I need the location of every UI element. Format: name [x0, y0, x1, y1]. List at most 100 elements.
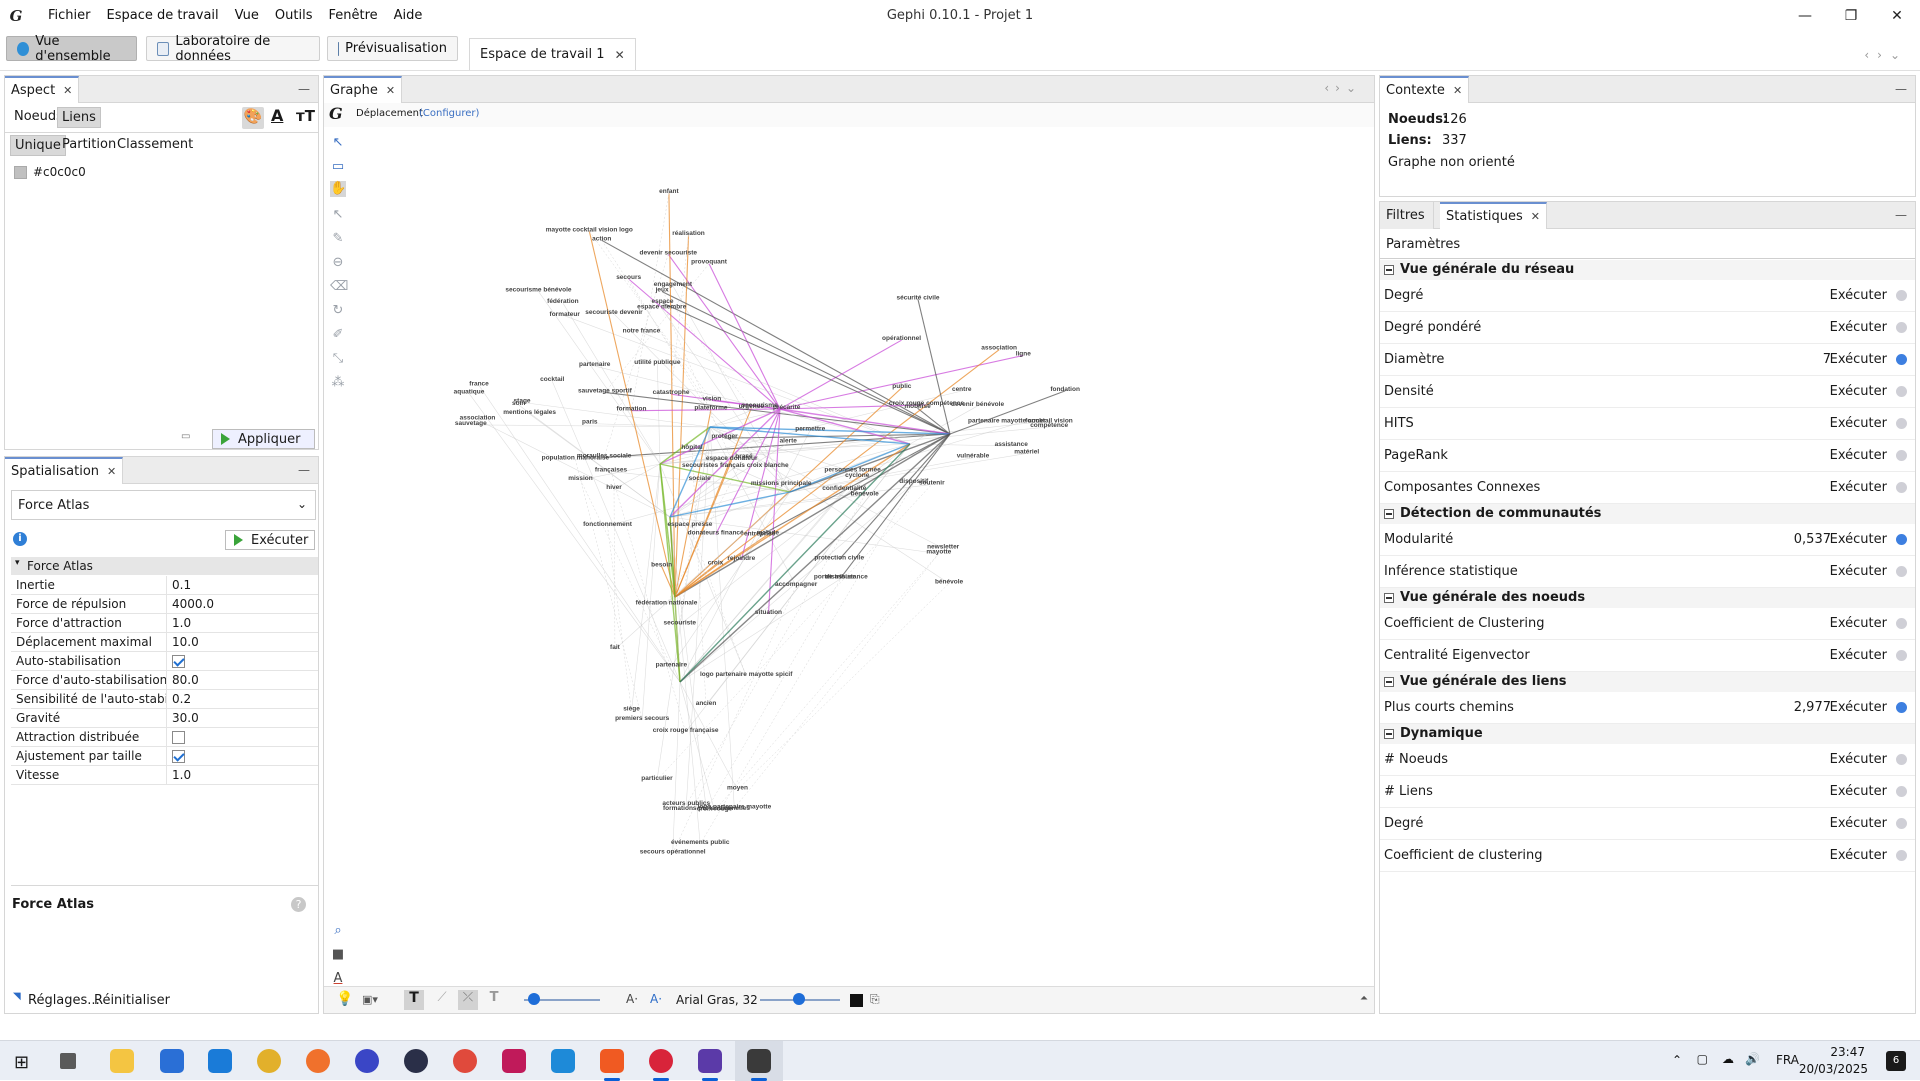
node-label[interactable]: aquatique	[454, 388, 485, 395]
info-icon[interactable]	[1896, 818, 1907, 829]
node-label[interactable]: paris	[582, 419, 598, 426]
presets-button[interactable]: Réglages...	[28, 993, 100, 1008]
node-label[interactable]: utilité publique	[634, 359, 681, 366]
run-statistic-button[interactable]: Exécuter	[1829, 288, 1887, 303]
node-label[interactable]: sécurité civile	[896, 295, 939, 302]
gephi-taskbar-icon[interactable]	[747, 1049, 771, 1073]
context-tab[interactable]: Contexte✕	[1380, 76, 1470, 103]
node-label[interactable]: espace membre	[637, 304, 687, 311]
minimize-panel-icon[interactable]: —	[1895, 208, 1907, 222]
node-label[interactable]: assistance	[995, 441, 1029, 448]
property-value[interactable]: 0.2	[172, 692, 192, 706]
windows-start-icon[interactable]: ⊞	[14, 1052, 30, 1073]
node-label[interactable]: fédération nationale	[636, 599, 698, 606]
node-label[interactable]: logo partenaire mayotte	[698, 803, 772, 810]
rotate-icon[interactable]: ↻	[332, 303, 344, 318]
close-icon[interactable]: ✕	[385, 84, 396, 97]
node-label[interactable]: soin	[512, 400, 525, 407]
app-icon-4[interactable]	[502, 1049, 526, 1073]
node-label[interactable]: espace	[651, 298, 673, 305]
node-label[interactable]: croix rouge	[697, 806, 733, 813]
font-name[interactable]: Arial Gras, 32	[676, 993, 758, 1007]
tab-filtres[interactable]: Filtres	[1380, 202, 1434, 229]
node-label[interactable]: sauvetage sportif	[578, 387, 633, 394]
sizer-icon[interactable]: ⊖	[332, 255, 344, 270]
menu-outils[interactable]: Outils	[274, 8, 313, 23]
run-statistic-button[interactable]: Exécuter	[1829, 648, 1887, 663]
workspace-nav-arrows[interactable]: ‹›⌄	[1864, 48, 1908, 62]
run-statistic-button[interactable]: Exécuter	[1829, 480, 1887, 495]
node-label[interactable]: espace donateur	[706, 455, 758, 462]
node-label[interactable]: secours	[616, 274, 641, 281]
close-icon[interactable]: ✕	[63, 84, 73, 97]
info-icon[interactable]: i	[13, 532, 27, 546]
run-statistic-button[interactable]: Exécuter	[1829, 616, 1887, 631]
node-label[interactable]: jeux	[655, 287, 669, 294]
close-icon[interactable]: ✕	[614, 47, 625, 62]
label-size-icon[interactable]: тT	[296, 107, 315, 125]
node-label[interactable]: secourisme bénévole	[505, 286, 571, 293]
node-label[interactable]: hôpital	[681, 444, 702, 451]
configure-link[interactable]: (Configurer)	[419, 108, 480, 119]
graph-nav-icons[interactable]: ‹›⌄	[1324, 81, 1362, 95]
node-label[interactable]: dispositif	[899, 478, 929, 485]
label-color-swatch[interactable]	[850, 994, 863, 1007]
stats-section-header[interactable]: Détection de communautés	[1380, 504, 1915, 524]
property-value[interactable]: 30.0	[172, 711, 199, 725]
run-statistic-button[interactable]: Exécuter	[1829, 848, 1887, 863]
node-label[interactable]: secouriste	[664, 620, 697, 627]
info-icon[interactable]	[1896, 650, 1907, 661]
checkbox[interactable]	[172, 750, 185, 763]
label-color-icon[interactable]: A	[271, 106, 284, 125]
info-icon[interactable]	[1896, 850, 1907, 861]
app-icon-6[interactable]	[698, 1049, 722, 1073]
node-label[interactable]: france	[469, 380, 489, 387]
run-statistic-button[interactable]: Exécuter	[1829, 700, 1887, 715]
property-row[interactable]: Ajustement par taille	[11, 747, 318, 766]
menu-vue[interactable]: Vue	[234, 8, 259, 23]
node-label[interactable]: permettre	[795, 425, 825, 432]
info-icon[interactable]	[1896, 754, 1907, 765]
node-label[interactable]: fait	[610, 644, 621, 651]
node-label[interactable]: sociale	[689, 475, 711, 482]
collapse-icon[interactable]	[1384, 265, 1394, 275]
hide-labels-icon[interactable]: ⤫	[458, 990, 478, 1010]
node-label[interactable]: formations professionnelles	[663, 805, 750, 812]
app-icon-5[interactable]	[551, 1049, 575, 1073]
node-label[interactable]: vision	[702, 395, 721, 402]
node-label[interactable]: alerte	[780, 438, 798, 445]
options-icon[interactable]: ▭	[181, 431, 191, 442]
chevron-up-icon[interactable]: ⌃	[1671, 1053, 1682, 1067]
node-label[interactable]: situation	[755, 609, 782, 616]
label-mode-icon[interactable]: T	[489, 990, 499, 1005]
font-increase-icon[interactable]: A·	[650, 992, 663, 1006]
cloud-icon[interactable]: ☁	[1722, 1052, 1734, 1066]
tab-statistiques[interactable]: Statistiques✕	[1440, 202, 1547, 229]
run-statistic-button[interactable]: Exécuter	[1829, 752, 1887, 767]
layout-algorithm-select[interactable]: Force Atlas ⌄	[11, 490, 316, 520]
node-label[interactable]: secouriste devenir	[585, 309, 643, 316]
direct-select-icon[interactable]: ↖	[332, 207, 344, 222]
maximize-button[interactable]: ❐	[1844, 7, 1858, 24]
node-label[interactable]: mentions légales	[503, 409, 556, 416]
property-value[interactable]	[167, 747, 185, 765]
attributes-icon[interactable]: ⎘	[870, 992, 880, 1006]
node-label[interactable]: précarité	[773, 404, 801, 411]
graph-tab[interactable]: Graphe✕	[324, 76, 403, 103]
property-value[interactable]: 1.0	[172, 768, 192, 782]
node-label[interactable]: fonctionnement	[583, 521, 633, 528]
node-label[interactable]: vulnérable	[957, 453, 990, 460]
tab-unique[interactable]: Unique	[10, 135, 66, 156]
node-label[interactable]: moyen	[727, 785, 748, 792]
edge-label-icon[interactable]: ⟋	[437, 990, 447, 1005]
node-label[interactable]: formation	[616, 406, 646, 413]
app-icon-3[interactable]	[453, 1049, 477, 1073]
node-label[interactable]: entreprise	[744, 531, 776, 538]
clock-time[interactable]: 23:47	[1830, 1045, 1865, 1059]
chrome-icon[interactable]	[257, 1049, 281, 1073]
rectangle-select-icon[interactable]: ▭	[331, 159, 345, 174]
node-label[interactable]: provoquant	[691, 259, 728, 266]
edge-pencil-icon[interactable]: ✐	[332, 327, 344, 342]
